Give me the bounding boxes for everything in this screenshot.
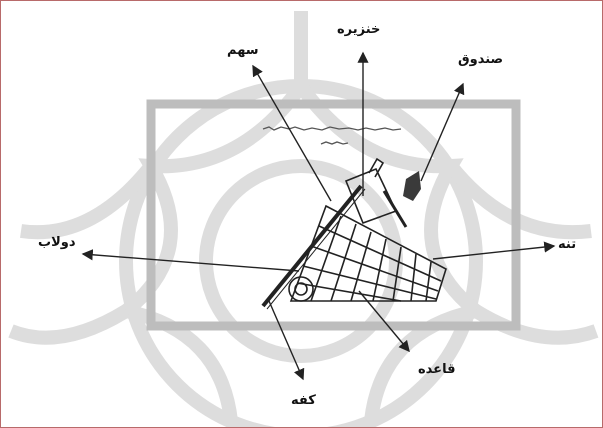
label-arrow: سهم <box>227 43 259 58</box>
label-base: قاعده <box>418 362 455 377</box>
arrow-body <box>433 246 554 259</box>
watermark-rosette <box>11 11 596 428</box>
label-box: صندوق <box>458 52 503 67</box>
label-pig: خنزیره <box>337 22 380 37</box>
label-palm: کفه <box>291 393 316 408</box>
arrow-palm <box>269 301 303 379</box>
arrow-wheel <box>83 254 299 271</box>
label-wheel: دولاب <box>38 235 76 250</box>
box-part <box>403 171 421 201</box>
label-body: تنه <box>558 237 576 252</box>
